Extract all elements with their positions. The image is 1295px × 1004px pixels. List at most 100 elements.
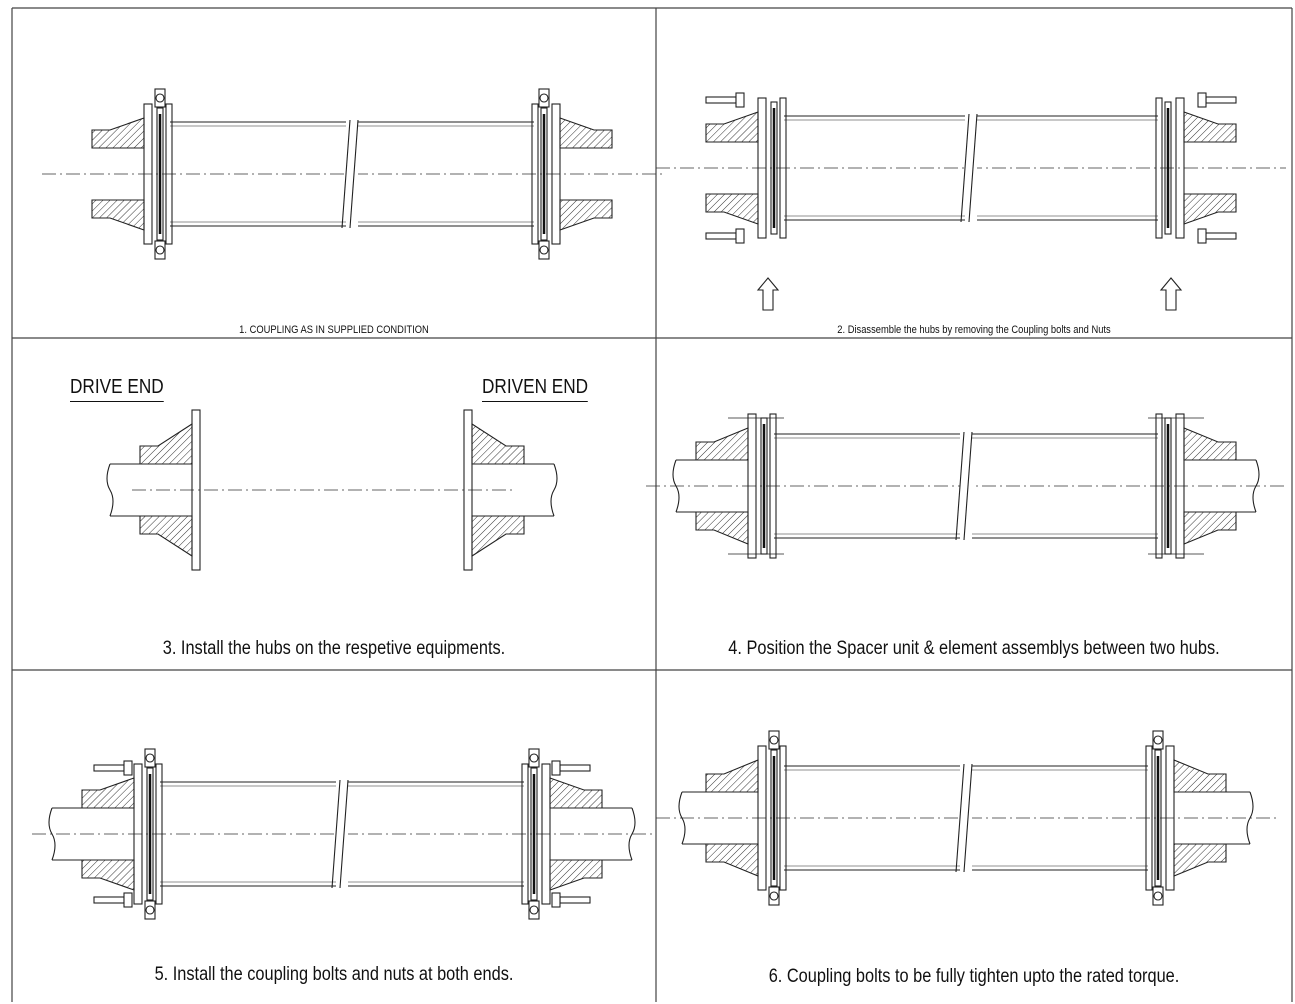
hub-section-bottom	[705, 843, 759, 877]
element-disk	[146, 767, 154, 901]
element-disk	[1154, 749, 1162, 887]
loose-bolt-head	[551, 760, 561, 776]
up-arrow	[756, 277, 780, 311]
hub-section-bottom	[471, 515, 525, 558]
loose-bolt-shank	[705, 232, 737, 240]
hub-section-bottom	[139, 515, 193, 558]
shaft-break	[48, 807, 56, 861]
step-1-panel: 1. COUPLING AS IN SUPPLIED CONDITION	[12, 8, 662, 338]
bolt-head	[145, 753, 155, 763]
step-4-caption: 4. Position the Spacer unit & element as…	[728, 638, 1220, 659]
step-1-caption: 1. COUPLING AS IN SUPPLIED CONDITION	[239, 324, 429, 336]
hub-flange	[1175, 413, 1185, 559]
hub-flange	[757, 745, 767, 891]
loose-bolt-head	[735, 92, 745, 108]
step-4-panel: 4. Position the Spacer unit & element as…	[646, 338, 1292, 670]
spacer-flange	[769, 413, 777, 559]
element-disk	[1164, 101, 1172, 235]
bolt-head	[529, 753, 539, 763]
element-disk	[540, 107, 548, 241]
break-gap	[336, 779, 348, 889]
hub-section-top	[705, 759, 759, 793]
break-line	[955, 763, 965, 873]
bolt-head	[145, 905, 155, 915]
shaft-break	[550, 463, 558, 517]
shaft-break	[106, 463, 114, 517]
break-line	[968, 113, 978, 223]
drive-end-label: DRIVE END	[70, 376, 164, 402]
hub-flange	[133, 763, 143, 905]
break-gap	[960, 431, 972, 541]
spacer-flange	[521, 763, 529, 905]
bolt-head	[769, 735, 779, 745]
hub-section-bottom	[549, 859, 603, 891]
spacer-flange	[1145, 745, 1153, 891]
hub-flange	[1165, 745, 1175, 891]
loose-bolt-head	[123, 892, 133, 908]
hub-section-bottom	[705, 193, 759, 225]
hub-flange	[191, 409, 201, 571]
step-2-panel: 2. Disassemble the hubs by removing the …	[656, 8, 1292, 338]
hub-section-top	[1183, 427, 1237, 461]
hub-section-bottom	[1183, 193, 1237, 225]
shaft-break	[1246, 791, 1254, 845]
hub-section-top	[1173, 759, 1227, 793]
step-5-drawing	[32, 748, 652, 920]
loose-bolt-head	[551, 892, 561, 908]
spacer-flange	[779, 97, 787, 239]
loose-bolt-head	[1197, 92, 1207, 108]
spacer-flange	[1155, 413, 1163, 559]
bolt-head	[769, 891, 779, 901]
loose-bolt-shank	[93, 764, 125, 772]
loose-bolt-shank	[705, 96, 737, 104]
hub-section-bottom	[1183, 511, 1237, 545]
loose-bolt-shank	[93, 896, 125, 904]
break-line	[960, 113, 970, 223]
bolt-head	[529, 905, 539, 915]
break-line	[331, 779, 341, 889]
hub-section-top	[139, 422, 193, 465]
hub-section-top	[705, 111, 759, 143]
hub-section-bottom	[695, 511, 749, 545]
hub-flange	[463, 409, 473, 571]
loose-bolt-shank	[1205, 96, 1237, 104]
break-line	[341, 119, 351, 229]
loose-bolt-shank	[1205, 232, 1237, 240]
step-2-caption: 2. Disassemble the hubs by removing the …	[837, 324, 1111, 336]
loose-bolt-head	[735, 228, 745, 244]
shaft-break	[672, 459, 680, 513]
step-5-panel: 5. Install the coupling bolts and nuts a…	[12, 670, 656, 1004]
element-disk	[770, 749, 778, 887]
break-gap	[346, 119, 358, 229]
hub-section-top	[1183, 111, 1237, 143]
loose-bolt-head	[1197, 228, 1207, 244]
loose-bolt-shank	[559, 764, 591, 772]
loose-bolt-head	[123, 760, 133, 776]
hub-section-top	[559, 117, 613, 149]
break-line	[339, 779, 349, 889]
hub-section-bottom	[559, 199, 613, 231]
spacer-flange	[155, 763, 163, 905]
hub-flange	[551, 103, 561, 245]
spacer-flange	[165, 103, 173, 245]
element-disk	[156, 107, 164, 241]
hub-section-top	[695, 427, 749, 461]
spacer-flange	[779, 745, 787, 891]
shaft-break	[628, 807, 636, 861]
element-disk	[530, 767, 538, 901]
element-disk	[770, 101, 778, 235]
hub-section-top	[81, 777, 135, 809]
step-1-drawing	[42, 88, 662, 260]
spacer-flange	[1155, 97, 1163, 239]
hub-flange	[541, 763, 551, 905]
step-6-panel: 6. Coupling bolts to be fully tighten up…	[656, 670, 1292, 1004]
bolt-head	[155, 93, 165, 103]
step-4-drawing	[646, 413, 1286, 559]
step-3-panel: DRIVE END DRIVEN END 3. Install the hubs…	[12, 338, 656, 670]
step-6-drawing	[656, 730, 1276, 906]
up-arrow	[1159, 277, 1183, 311]
hub-flange	[747, 413, 757, 559]
bolt-head	[155, 245, 165, 255]
bolt-head	[1153, 891, 1163, 901]
